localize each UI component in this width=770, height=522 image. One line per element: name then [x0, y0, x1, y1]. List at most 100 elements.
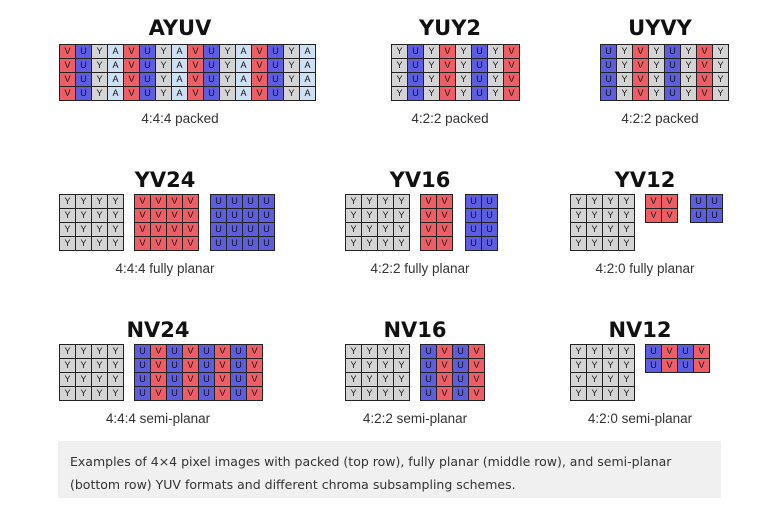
sample-u: U	[601, 73, 617, 87]
sample-v: V	[215, 345, 231, 359]
sample-y: Y	[617, 59, 633, 73]
sample-y: Y	[60, 359, 76, 373]
sample-a: A	[108, 45, 124, 59]
sample-u: U	[482, 237, 498, 251]
sample-v: V	[694, 359, 710, 373]
sample-y: Y	[681, 45, 697, 59]
sample-a: A	[236, 87, 252, 101]
sample-y: Y	[76, 373, 92, 387]
sample-u: U	[268, 87, 284, 101]
sample-u: U	[76, 87, 92, 101]
sample-y: Y	[603, 345, 619, 359]
sample-u: U	[691, 209, 707, 223]
sample-y: Y	[571, 387, 587, 401]
sample-v: V	[437, 345, 453, 359]
sample-y: Y	[587, 359, 603, 373]
sample-u: U	[601, 87, 617, 101]
sample-y: Y	[587, 209, 603, 223]
yv12-subtitle: 4:2:0 fully planar	[595, 261, 695, 276]
sample-y: Y	[92, 87, 108, 101]
sample-y: Y	[76, 195, 92, 209]
sample-y: Y	[346, 223, 362, 237]
sample-u: U	[408, 59, 424, 73]
sample-y: Y	[92, 345, 108, 359]
sample-u: U	[167, 387, 183, 401]
sample-y: Y	[394, 195, 410, 209]
sample-v: V	[440, 87, 456, 101]
sample-y: Y	[346, 195, 362, 209]
sample-v: V	[504, 45, 520, 59]
sample-y: Y	[362, 209, 378, 223]
sample-y: Y	[378, 345, 394, 359]
sample-u: U	[204, 45, 220, 59]
sample-u: U	[259, 223, 275, 237]
sample-u: U	[482, 195, 498, 209]
sample-y: Y	[92, 45, 108, 59]
yuy2-title: YUY2	[418, 16, 482, 40]
sample-y: Y	[346, 387, 362, 401]
sample-y: Y	[378, 237, 394, 251]
sample-y: Y	[362, 345, 378, 359]
sample-u: U	[421, 359, 437, 373]
sample-u: U	[211, 223, 227, 237]
sample-u: U	[243, 223, 259, 237]
sample-y: Y	[456, 87, 472, 101]
sample-u: U	[211, 237, 227, 251]
sample-y: Y	[156, 45, 172, 59]
sample-u: U	[259, 237, 275, 251]
sample-y: Y	[456, 73, 472, 87]
sample-u: U	[421, 345, 437, 359]
sample-u: U	[204, 73, 220, 87]
sample-v: V	[694, 345, 710, 359]
ayuv-subtitle: 4:4:4 packed	[141, 111, 219, 126]
sample-v: V	[437, 359, 453, 373]
sample-y: Y	[571, 223, 587, 237]
sample-v: V	[183, 359, 199, 373]
sample-v: V	[183, 345, 199, 359]
sample-y: Y	[60, 209, 76, 223]
sample-v: V	[215, 387, 231, 401]
sample-y: Y	[603, 237, 619, 251]
sample-y: Y	[649, 87, 665, 101]
sample-a: A	[108, 59, 124, 73]
sample-u: U	[472, 73, 488, 87]
sample-u: U	[691, 195, 707, 209]
sample-v: V	[151, 373, 167, 387]
sample-y: Y	[619, 345, 635, 359]
sample-v: V	[151, 359, 167, 373]
sample-y: Y	[362, 223, 378, 237]
sample-y: Y	[156, 73, 172, 87]
sample-y: Y	[284, 59, 300, 73]
sample-y: Y	[619, 373, 635, 387]
sample-v: V	[662, 359, 678, 373]
sample-v: V	[437, 387, 453, 401]
sample-y: Y	[76, 237, 92, 251]
sample-v: V	[440, 59, 456, 73]
sample-u: U	[199, 387, 215, 401]
sample-y: Y	[619, 359, 635, 373]
sample-v: V	[633, 73, 649, 87]
sample-y: Y	[713, 59, 729, 73]
sample-a: A	[172, 59, 188, 73]
sample-y: Y	[76, 209, 92, 223]
sample-u: U	[259, 195, 275, 209]
sample-v: V	[697, 59, 713, 73]
sample-v: V	[135, 209, 151, 223]
sample-y: Y	[394, 359, 410, 373]
sample-u: U	[268, 59, 284, 73]
sample-u: U	[453, 345, 469, 359]
sample-y: Y	[649, 59, 665, 73]
sample-v: V	[188, 45, 204, 59]
uyvy-title: UYVY	[628, 16, 692, 40]
sample-y: Y	[362, 359, 378, 373]
yv16-title: YV16	[389, 168, 451, 192]
sample-y: Y	[587, 373, 603, 387]
sample-v: V	[421, 195, 437, 209]
sample-u: U	[707, 209, 723, 223]
sample-y: Y	[603, 209, 619, 223]
sample-u: U	[665, 59, 681, 73]
